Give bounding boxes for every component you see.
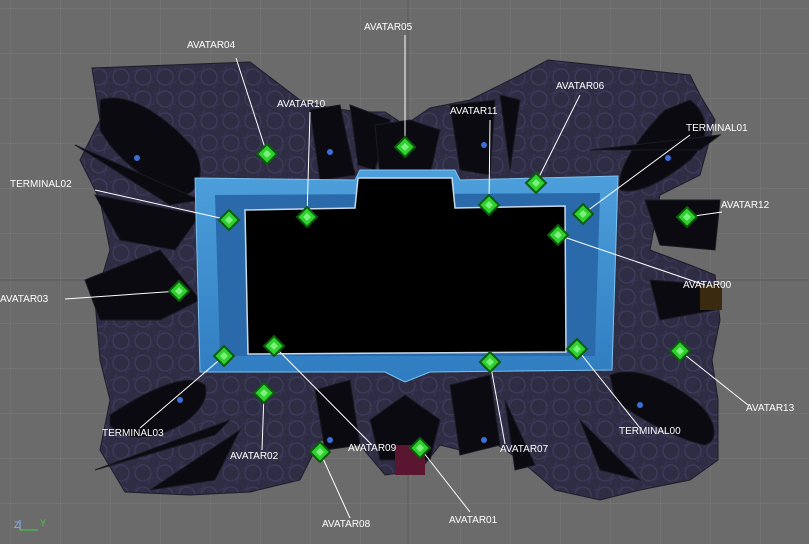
marker-label-avatar05: AVATAR05 — [364, 22, 413, 33]
marker-label-avatar09: AVATAR09 — [348, 443, 397, 454]
marker-label-avatar01: AVATAR01 — [449, 515, 498, 526]
pillar-light — [327, 437, 333, 443]
pillar-light — [134, 155, 140, 161]
marker-label-avatar11: AVATAR11 — [450, 106, 498, 117]
marker-label-avatar07: AVATAR07 — [500, 444, 549, 455]
pillar-light — [481, 437, 487, 443]
axis-gizmo-y-label: Y — [40, 518, 46, 528]
pillar-light — [665, 155, 671, 161]
marker-label-avatar02: AVATAR02 — [230, 451, 279, 462]
marker-label-avatar03: AVATAR03 — [0, 294, 49, 305]
marker-label-terminal03: TERMINAL03 — [102, 428, 164, 439]
pillar-light — [327, 149, 333, 155]
pillar-light — [637, 402, 643, 408]
marker-label-terminal01: TERMINAL01 — [686, 123, 748, 134]
pillar-light — [481, 142, 487, 148]
marker-label-avatar06: AVATAR06 — [556, 81, 605, 92]
marker-label-avatar12: AVATAR12 — [721, 200, 770, 211]
marker-label-terminal02: TERMINAL02 — [10, 179, 72, 190]
axis-gizmo-z-label: Z — [14, 520, 20, 530]
pillar-light — [177, 397, 183, 403]
marker-label-terminal00: TERMINAL00 — [619, 426, 681, 437]
marker-label-avatar13: AVATAR13 — [746, 403, 795, 414]
marker-label-avatar04: AVATAR04 — [187, 40, 236, 51]
marker-label-avatar08: AVATAR08 — [322, 519, 371, 530]
marker-label-avatar10: AVATAR10 — [277, 99, 326, 110]
marker-label-avatar00: AVATAR00 — [683, 280, 732, 291]
